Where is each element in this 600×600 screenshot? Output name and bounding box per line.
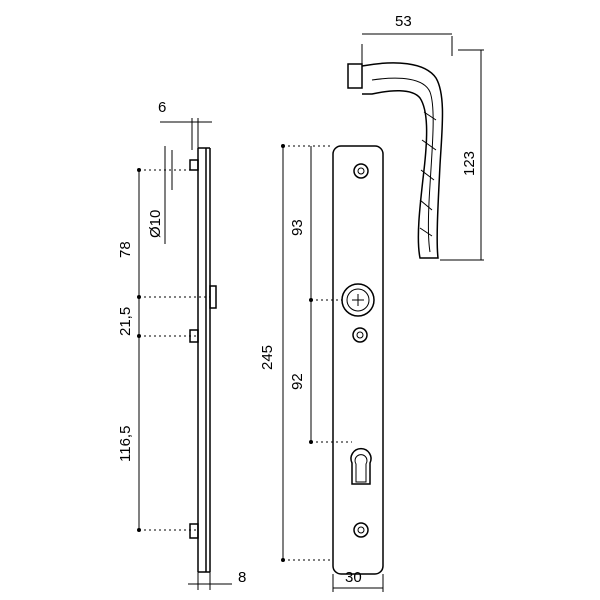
- bottom-screw-hole: [353, 522, 369, 538]
- dim-plate-thickness: 6: [158, 99, 166, 116]
- dim-spindle-diameter: Ø10: [147, 210, 164, 238]
- side-view: 6 Ø10 78 21,5 116,5 8: [117, 99, 246, 590]
- dim-spindle-to-cylinder: 92: [289, 373, 306, 390]
- side-view-top-boss: [189, 159, 199, 171]
- dim-hole-to-bottom-hole: 116,5: [117, 426, 134, 462]
- cylinder-cutout: [350, 447, 372, 485]
- lever-handle: 53 123: [347, 13, 484, 261]
- dim-plate-width: 30: [345, 569, 362, 586]
- side-view-spindle-hub: [209, 285, 217, 309]
- side-view-plate-outline: [197, 147, 211, 573]
- top-screw-hole: [353, 163, 369, 179]
- handle-rose: [347, 63, 363, 89]
- dim-bottom-thickness: 8: [238, 569, 246, 586]
- dim-top-to-spindle-side: 78: [117, 241, 134, 258]
- dim-handle-width: 53: [395, 13, 412, 30]
- front-view: 245 93 92 30: [259, 144, 384, 592]
- dim-plate-height: 245: [259, 345, 276, 370]
- middle-screw-hole: [352, 327, 368, 343]
- dim-handle-height: 123: [461, 151, 478, 176]
- dim-top-to-spindle-front: 93: [289, 219, 306, 236]
- front-plate: [332, 145, 384, 575]
- side-view-bottom-boss: [189, 523, 199, 539]
- dim-spindle-to-hole: 21,5: [117, 307, 134, 336]
- lever-outline: [361, 62, 444, 259]
